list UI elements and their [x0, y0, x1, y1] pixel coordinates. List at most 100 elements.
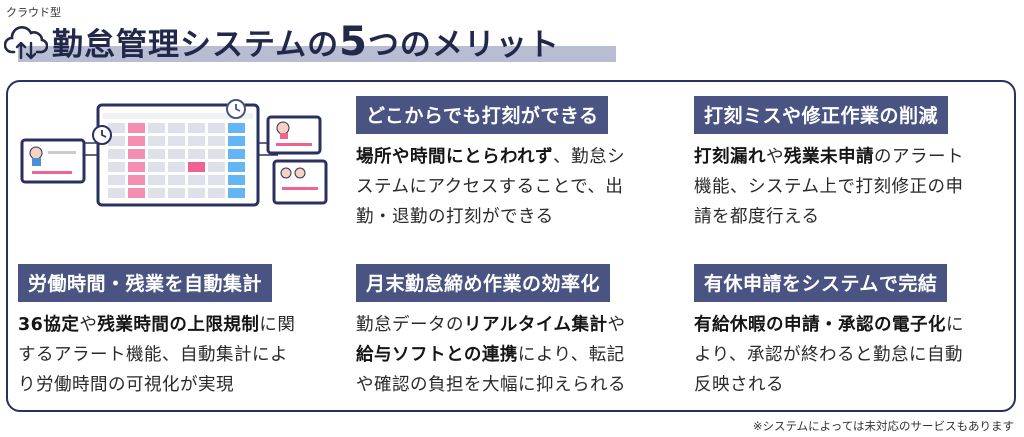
merit-heading: 打刻ミスや修正作業の削減	[694, 96, 949, 134]
merit-body: 36協定や残業時間の上限規制に関するアラート機能、自動集計により労働時間の可視化…	[18, 310, 338, 400]
calendar-cell	[128, 136, 145, 146]
body-text: や	[79, 315, 98, 335]
merit-item-3: 労働時間・残業を自動集計 36協定や残業時間の上限規制に関するアラート機能、自動…	[18, 264, 338, 400]
body-text: 勤・退勤の打刻ができる	[356, 207, 554, 227]
calendar-cell	[148, 136, 165, 146]
body-text: 、勤怠シ	[553, 147, 626, 167]
body-text: や確認の負担を大幅に抑えられる	[356, 375, 626, 395]
calendar-cell	[228, 162, 245, 172]
category-tag: クラウド型	[6, 6, 61, 19]
calendar-cell	[228, 149, 245, 159]
emphasis-text: 残業時間の上限規制	[97, 315, 260, 335]
calendar-cell	[208, 136, 225, 146]
calendar-cell	[188, 123, 205, 133]
calendar-cell	[228, 136, 245, 146]
merit-heading: 月末勤怠締め作業の効率化	[356, 264, 611, 302]
title-post: つのメリット	[367, 27, 560, 63]
merit-line: より、承認が終わると勤怠に自動	[694, 340, 1014, 370]
emphasis-text: 給与ソフトとの連携	[356, 345, 518, 365]
body-text: や	[766, 147, 784, 167]
body-text: により、転記	[517, 345, 625, 365]
merit-body: 場所や時間にとらわれず、勤怠システムにアクセスすることで、出勤・退勤の打刻ができ…	[356, 142, 676, 232]
calendar-cell	[108, 162, 125, 172]
body-text: に	[946, 315, 964, 335]
calendar-cell	[108, 136, 125, 146]
merit-heading: 有休申請をシステムで完結	[694, 264, 948, 302]
merit-line: 場所や時間にとらわれず、勤怠シ	[356, 142, 676, 172]
calendar-cell	[168, 175, 185, 185]
merit-item-1: どこからでも打刻ができる 場所や時間にとらわれず、勤怠システムにアクセスすること…	[356, 96, 676, 232]
merit-heading: どこからでも打刻ができる	[356, 96, 609, 134]
calendar-cell	[168, 136, 185, 146]
calendar-cell	[168, 188, 185, 198]
emphasis-text: リアルタイム集計	[464, 315, 608, 335]
calendar-cell	[108, 123, 125, 133]
merit-body: 勤怠データのリアルタイム集計や給与ソフトとの連携により、転記や確認の負担を大幅に…	[356, 310, 676, 400]
calendar-cell	[208, 188, 225, 198]
calendar-cell	[148, 162, 165, 172]
title-text: 勤怠管理システムの5つのメリット	[52, 19, 560, 65]
merit-line: 有給休暇の申請・承認の電子化に	[694, 310, 1014, 340]
merit-line: や確認の負担を大幅に抑えられる	[356, 370, 676, 400]
page-title: 勤怠管理システムの5つのメリット	[3, 18, 560, 66]
title-pre: 勤怠管理システムの	[52, 27, 340, 63]
merit-heading: 労働時間・残業を自動集計	[18, 264, 273, 302]
calendar-cell	[188, 188, 205, 198]
calendar-cell	[188, 175, 205, 185]
body-text: 勤怠データの	[356, 315, 464, 335]
merit-line: ステムにアクセスすることで、出	[356, 172, 676, 202]
merit-line: 給与ソフトとの連携により、転記	[356, 340, 676, 370]
merit-body: 打刻漏れや残業未申請のアラート機能、システム上で打刻修正の申請を都度行える	[694, 142, 1014, 232]
emphasis-text: 残業未申請	[784, 147, 874, 167]
body-text: 機能、システム上で打刻修正の申	[694, 177, 964, 197]
emphasis-text: 36協定	[18, 315, 80, 335]
calendar-cell	[188, 136, 205, 146]
calendar-cell	[168, 149, 185, 159]
calendar-cell	[168, 162, 185, 172]
body-text: のアラート	[874, 147, 964, 167]
merits-panel	[6, 80, 1016, 412]
merit-item-5: 有休申請をシステムで完結 有給休暇の申請・承認の電子化により、承認が終わると勤怠…	[694, 264, 1014, 400]
merit-line: 勤・退勤の打刻ができる	[356, 202, 676, 232]
calendar-cell	[188, 162, 205, 172]
calendar-cell	[228, 123, 245, 133]
body-text: 反映される	[694, 375, 784, 395]
body-text: ステムにアクセスすることで、出	[356, 177, 624, 197]
title-underline	[18, 46, 616, 62]
calendar-cell	[208, 162, 225, 172]
calendar-cell	[148, 123, 165, 133]
body-text: するアラート機能、自動集計によ	[18, 345, 288, 365]
body-text: や	[607, 315, 626, 335]
calendar-cell	[128, 123, 145, 133]
merit-line: り労働時間の可視化が実現	[18, 370, 338, 400]
merit-line: 機能、システム上で打刻修正の申	[694, 172, 1014, 202]
calendar-cell	[128, 149, 145, 159]
merit-item-4: 月末勤怠締め作業の効率化 勤怠データのリアルタイム集計や給与ソフトとの連携により…	[356, 264, 676, 400]
calendar-cell	[108, 175, 125, 185]
merit-line: 36協定や残業時間の上限規制に関	[18, 310, 338, 340]
calendar-cell	[148, 188, 165, 198]
title-number: 5	[339, 19, 368, 65]
calendar-cell	[228, 175, 245, 185]
calendar-cell	[208, 175, 225, 185]
merit-line: 反映される	[694, 370, 1014, 400]
cloud-upload-icon	[3, 22, 49, 62]
body-text: より、承認が終わると勤怠に自動	[694, 345, 963, 365]
calendar-cell	[148, 175, 165, 185]
body-text: り労働時間の可視化が実現	[18, 375, 234, 395]
body-text: 請を都度行える	[694, 207, 820, 227]
calendar-cell	[208, 123, 225, 133]
merit-line: するアラート機能、自動集計によ	[18, 340, 338, 370]
body-text: に関	[259, 315, 296, 335]
calendar-illustration	[18, 95, 328, 215]
merit-line: 請を都度行える	[694, 202, 1014, 232]
emphasis-text: 有給休暇の申請・承認の電子化	[694, 315, 946, 335]
calendar-cell	[108, 188, 125, 198]
calendar-cell	[228, 188, 245, 198]
calendar-cell	[148, 149, 165, 159]
calendar-cell	[128, 175, 145, 185]
emphasis-text: 打刻漏れ	[694, 147, 766, 167]
calendar-cell	[128, 188, 145, 198]
calendar-cell	[128, 162, 145, 172]
footnote: ※システムによっては未対応のサービスもあります	[752, 419, 1014, 433]
